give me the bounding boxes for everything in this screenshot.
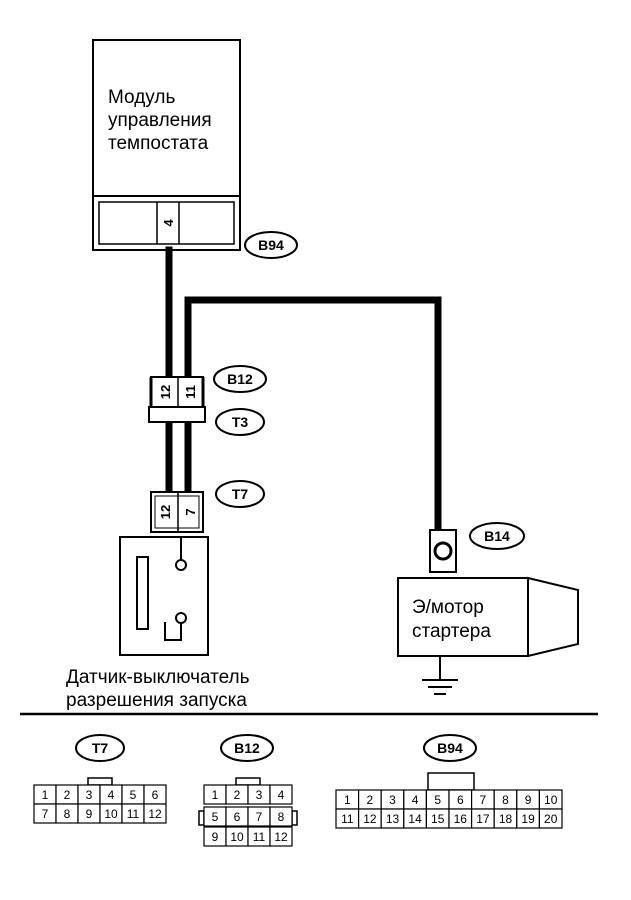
module-label-line-1: Модуль <box>108 87 175 108</box>
connector-t7: 12 7 <box>150 491 204 533</box>
t7-pin-7: 7 <box>183 508 198 515</box>
legend-b94-latch <box>427 772 475 791</box>
cruise-control-module: Модуль управления темпостата <box>92 39 241 197</box>
legend-cell <box>269 806 293 827</box>
b12-pin-11: 11 <box>183 385 198 399</box>
legend-pin-number: 20 <box>544 812 558 826</box>
connector-b14 <box>429 529 457 573</box>
inhibitor-switch <box>119 536 209 656</box>
legend-pin-number: 12 <box>363 812 377 826</box>
legend-pin-number: 11 <box>341 812 354 826</box>
sensor-label-line-1: Датчик-выключатель <box>66 667 250 688</box>
t7-pin-12: 12 <box>158 505 173 519</box>
module-pin-4: 4 <box>161 219 176 227</box>
legend-pin-number: 10 <box>544 793 558 807</box>
legend-pin-number: 19 <box>521 812 535 826</box>
legend-pin-number: 6 <box>457 793 464 807</box>
badge-t3: T3 <box>215 408 265 436</box>
legend-cell <box>269 826 293 847</box>
connector-b12-t3: 12 11 <box>148 376 206 423</box>
module-connector: 4 <box>92 195 241 251</box>
legend-pin-number: 12 <box>148 807 162 821</box>
legend-t7-latch <box>87 777 113 786</box>
legend-pin-number: 2 <box>367 793 374 807</box>
starter-label-line-2: стартера <box>412 621 491 642</box>
svg-text:T7: T7 <box>232 486 249 502</box>
legend-pin-number: 17 <box>476 812 490 826</box>
legend-pin-number: 5 <box>212 810 219 824</box>
legend-pin-number: 10 <box>104 807 118 821</box>
svg-text:B12: B12 <box>234 740 260 756</box>
legend-badge-t7: T7 <box>75 734 125 762</box>
legend-pin-number: 1 <box>42 788 49 802</box>
legend-pin-number: 1 <box>212 788 219 802</box>
svg-text:T3: T3 <box>232 414 249 430</box>
legend-pin-number: 7 <box>480 793 487 807</box>
legend-cell <box>538 808 563 829</box>
legend-pin-number: 14 <box>408 812 422 826</box>
legend-b12-right-tab <box>291 810 298 826</box>
legend-pin-number: 2 <box>64 788 71 802</box>
legend-pin-number: 6 <box>234 810 241 824</box>
starter-motor: Э/мотор стартера <box>397 576 579 658</box>
legend-pin-number: 11 <box>253 830 266 844</box>
legend-pin-number: 10 <box>230 830 244 844</box>
b12-pin-12: 12 <box>158 385 173 399</box>
legend-badge-b12: B12 <box>220 734 274 762</box>
legend-pin-number: 3 <box>86 788 93 802</box>
ground-symbol <box>422 656 458 695</box>
legend-pin-number: 6 <box>152 788 159 802</box>
legend-pin-number: 7 <box>42 807 49 821</box>
module-label-line-2: управления <box>108 110 212 131</box>
badge-b12: B12 <box>213 365 267 393</box>
legend-pin-number: 16 <box>454 812 468 826</box>
legend-pin-number: 9 <box>212 830 219 844</box>
legend-pin-number: 9 <box>525 793 532 807</box>
svg-text:T7: T7 <box>92 740 109 756</box>
legend-cell <box>269 784 293 805</box>
svg-text:B12: B12 <box>227 371 253 387</box>
legend-pin-number: 8 <box>64 807 71 821</box>
legend-pin-number: 5 <box>434 793 441 807</box>
legend-pin-number: 7 <box>256 810 263 824</box>
legend-pin-number: 2 <box>234 788 241 802</box>
legend-pin-number: 8 <box>278 810 285 824</box>
legend-pin-number: 4 <box>108 788 115 802</box>
starter-label-line-1: Э/мотор <box>412 597 484 618</box>
legend-pin-number: 11 <box>127 807 140 821</box>
legend-pin-number: 9 <box>86 807 93 821</box>
badge-b14: B14 <box>469 522 525 550</box>
legend-badge-b94: B94 <box>423 734 477 762</box>
legend-pin-number: 4 <box>412 793 419 807</box>
module-label-line-3: темпостата <box>108 133 209 154</box>
legend-pin-number: 8 <box>502 793 509 807</box>
legend-pin-number: 12 <box>274 830 288 844</box>
legend-pin-number: 3 <box>256 788 263 802</box>
svg-text:B94: B94 <box>258 237 284 253</box>
legend-pin-number: 5 <box>130 788 137 802</box>
wire-b14-to-b12 <box>184 296 442 534</box>
legend-b12-latch <box>235 777 261 786</box>
legend-b12-left-tab <box>198 810 205 826</box>
legend-pin-number: 13 <box>386 812 400 826</box>
badge-t7: T7 <box>215 480 265 508</box>
legend-pin-number: 1 <box>344 793 351 807</box>
legend-pin-number: 15 <box>431 812 445 826</box>
wires <box>165 246 442 534</box>
sensor-label-line-2: разрешения запуска <box>66 690 247 711</box>
svg-text:B14: B14 <box>484 528 510 544</box>
badge-b94-module: B94 <box>244 231 298 259</box>
svg-text:B94: B94 <box>437 740 463 756</box>
legend-pin-number: 18 <box>499 812 513 826</box>
legend-pin-number: 4 <box>278 788 285 802</box>
legend-pin-number: 3 <box>389 793 396 807</box>
legend-cell <box>143 803 167 824</box>
